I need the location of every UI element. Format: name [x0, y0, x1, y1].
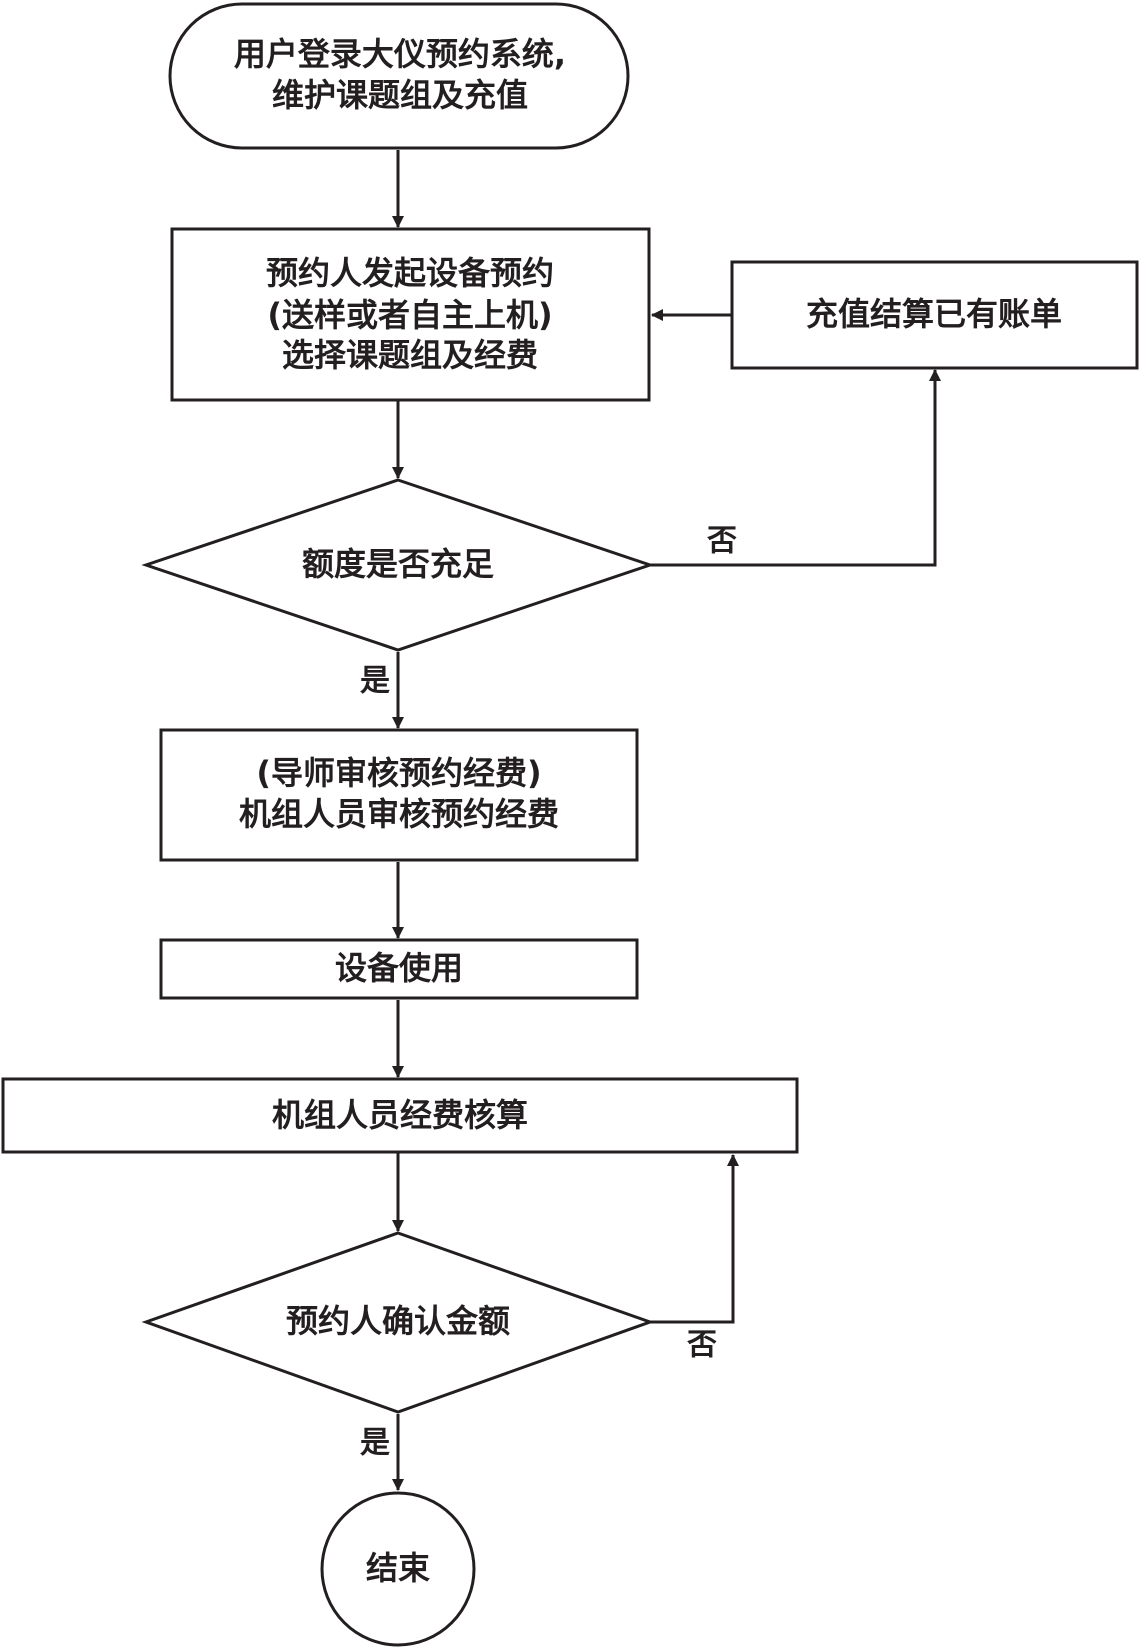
confirm-no-label: 否 [687, 1328, 717, 1363]
initiate-text-line1: 预约人发起设备预约 [266, 254, 554, 292]
initiate-process-box [170, 227, 651, 402]
accounting-node: 机组人员经费核算 [1, 1077, 799, 1154]
end-node: 结束 [320, 1491, 476, 1647]
confirm-decision-node: 预约人确认金额 [141, 1231, 655, 1414]
start-text-line2: 维护课题组及充值 [272, 76, 528, 114]
quota-decision-diamond [141, 478, 655, 652]
review-text-line2: 机组人员审核预约经费 [239, 795, 559, 833]
confirm-decision-text: 预约人确认金额 [286, 1302, 510, 1340]
recharge-node: 充值结算已有账单 [730, 260, 1139, 370]
start-node: 用户登录大仪预约系统, 维护课题组及充值 [168, 2, 630, 150]
accounting-process-box [1, 1077, 799, 1154]
review-node: (导师审核预约经费) 机组人员审核预约经费 [159, 728, 639, 862]
quota-yes-label: 是 [360, 664, 390, 699]
quota-decision-text: 额度是否充足 [302, 545, 494, 583]
start-text-line1: 用户登录大仪预约系统, [234, 35, 566, 73]
accounting-text: 机组人员经费核算 [272, 1096, 528, 1134]
end-text: 结束 [366, 1549, 430, 1587]
recharge-text: 充值结算已有账单 [806, 295, 1062, 333]
use-process-box [159, 938, 639, 1000]
use-node: 设备使用 [159, 938, 639, 1000]
confirm-decision-diamond [141, 1231, 655, 1414]
quota-no-label: 否 [707, 524, 737, 559]
confirm-yes-label: 是 [360, 1426, 390, 1461]
recharge-process-box [730, 260, 1139, 370]
initiate-text-line3: 选择课题组及经费 [282, 336, 538, 374]
quota-decision-node: 额度是否充足 [141, 478, 655, 652]
connectors [392, 150, 941, 1491]
arrow-confirm-no-to-accounting [650, 1154, 739, 1324]
end-terminator-circle [320, 1491, 476, 1647]
review-process-box [159, 728, 639, 862]
initiate-node: 预约人发起设备预约 (送样或者自主上机) 选择课题组及经费 [170, 227, 651, 402]
review-text-line1: (导师审核预约经费) [256, 754, 541, 792]
use-text: 设备使用 [335, 949, 463, 987]
start-terminator-shape [168, 2, 630, 150]
initiate-text-line2: (送样或者自主上机) [267, 296, 552, 334]
arrow-quota-no-to-recharge [650, 369, 941, 567]
